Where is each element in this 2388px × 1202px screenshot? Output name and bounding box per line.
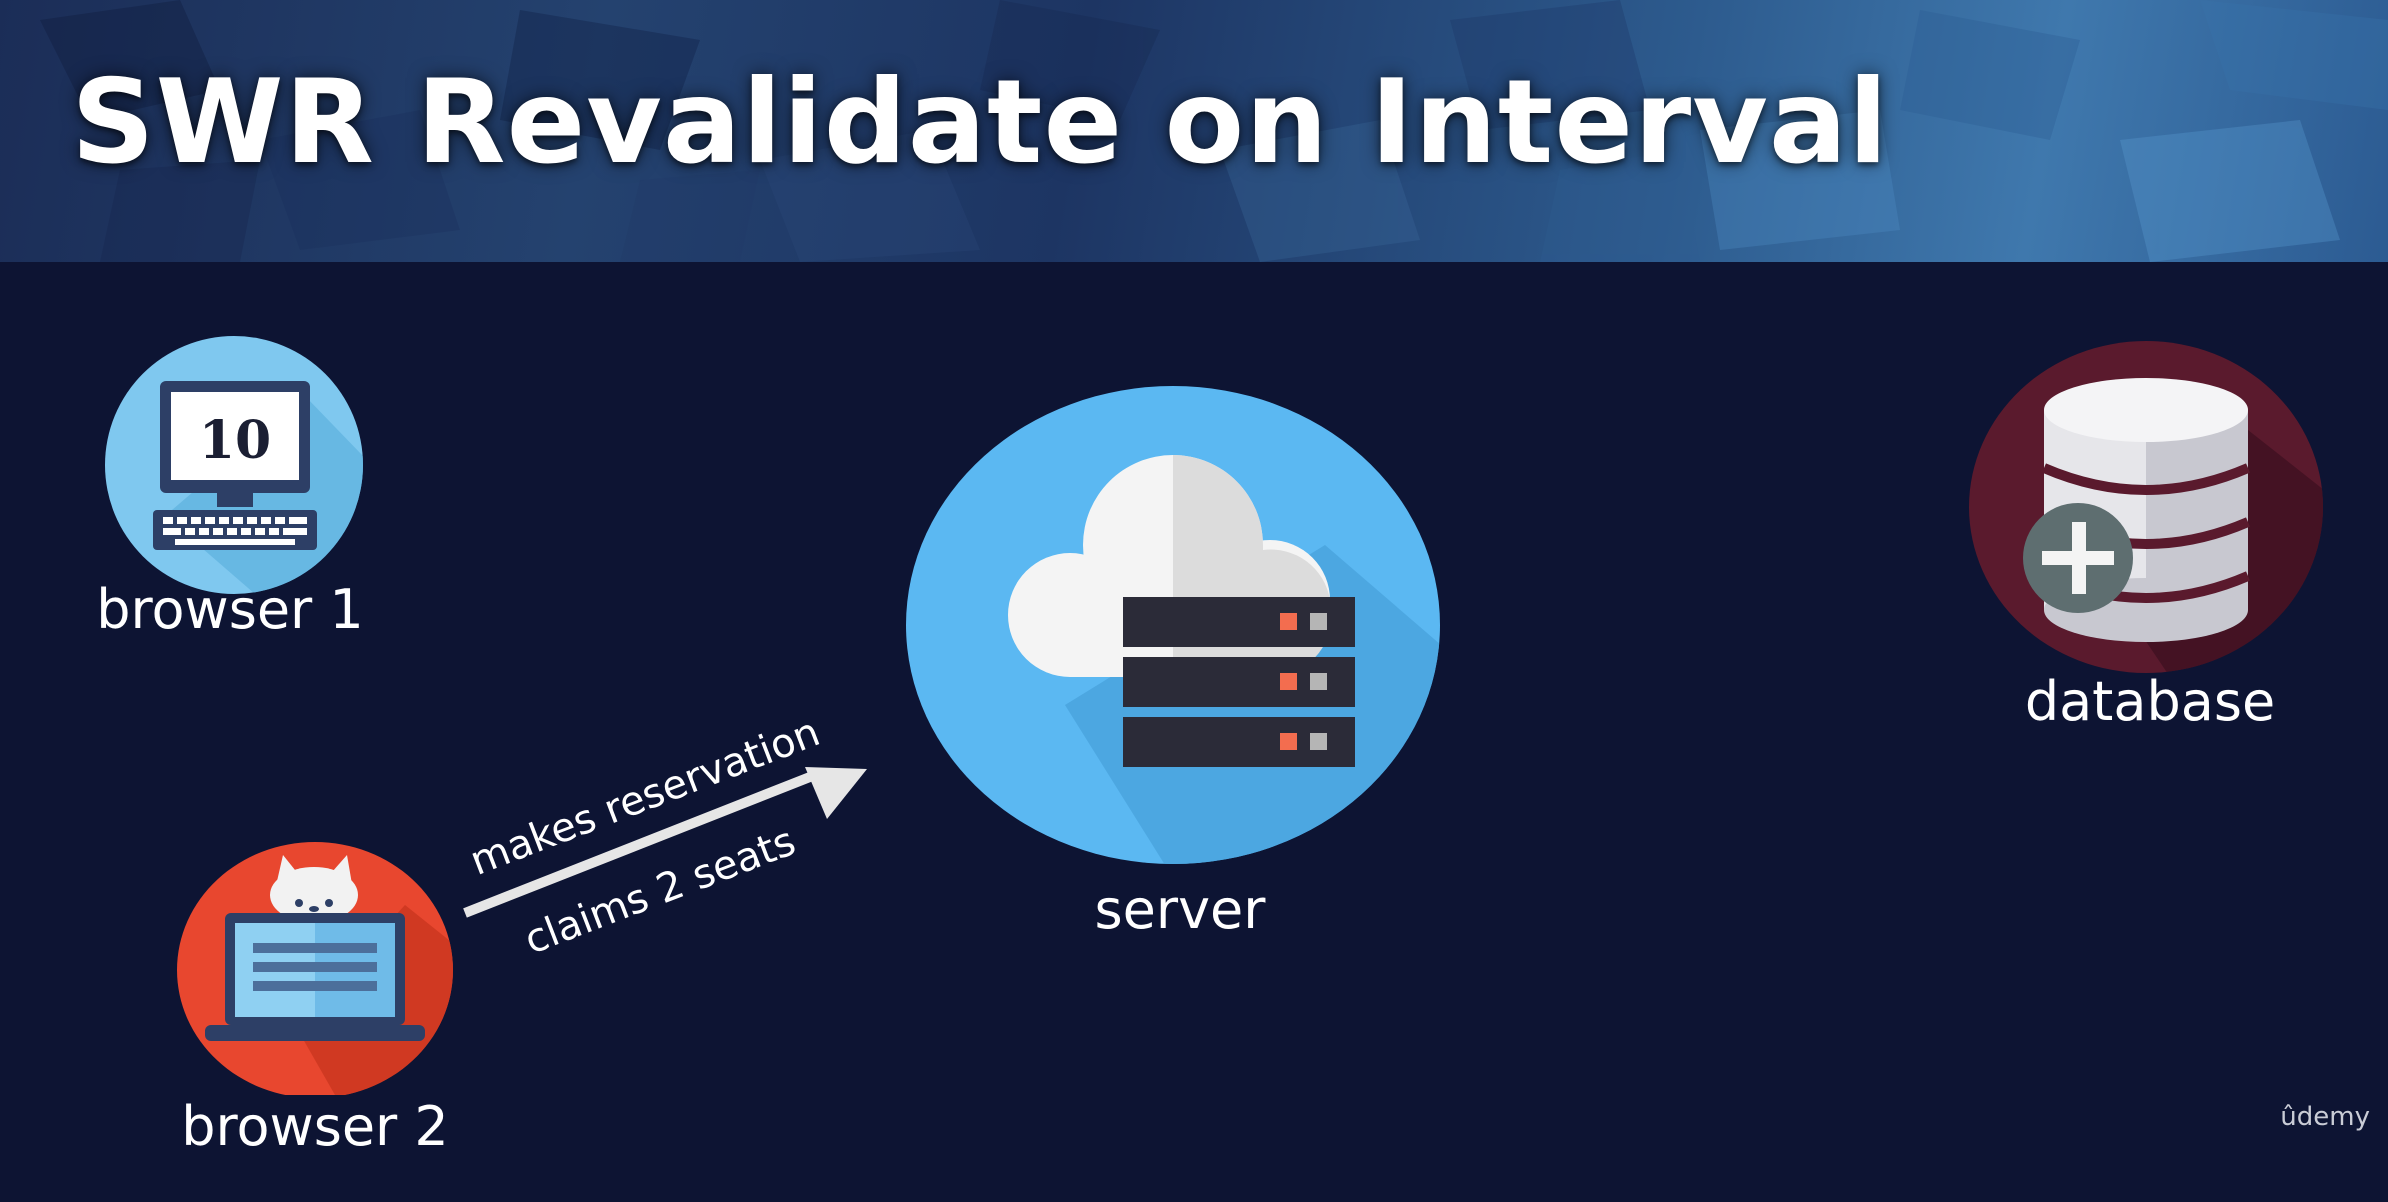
slide-title: SWR Revalidate on Interval — [71, 55, 1889, 190]
server-label: server — [1094, 878, 1266, 941]
server-cloud-icon — [906, 386, 1440, 864]
browser-1-screen-value: 10 — [199, 410, 271, 471]
browser-1-computer-icon: 10 — [105, 336, 363, 594]
udemy-watermark: ûdemy — [2280, 1102, 2370, 1132]
arrow-head-icon — [805, 767, 867, 819]
database-icon — [1969, 341, 2323, 673]
browser-1-label: browser 1 — [96, 578, 364, 641]
banner-texture — [40, 0, 2388, 262]
browser-2-label: browser 2 — [181, 1095, 449, 1158]
browser-2-laptop-cat-icon — [177, 842, 453, 1095]
request-arrow — [463, 767, 867, 918]
add-plus-icon — [2023, 503, 2133, 613]
title-banner: SWR Revalidate on Interval — [0, 0, 2388, 262]
arrow-shaft — [463, 770, 817, 918]
database-label: database — [2024, 670, 2276, 733]
